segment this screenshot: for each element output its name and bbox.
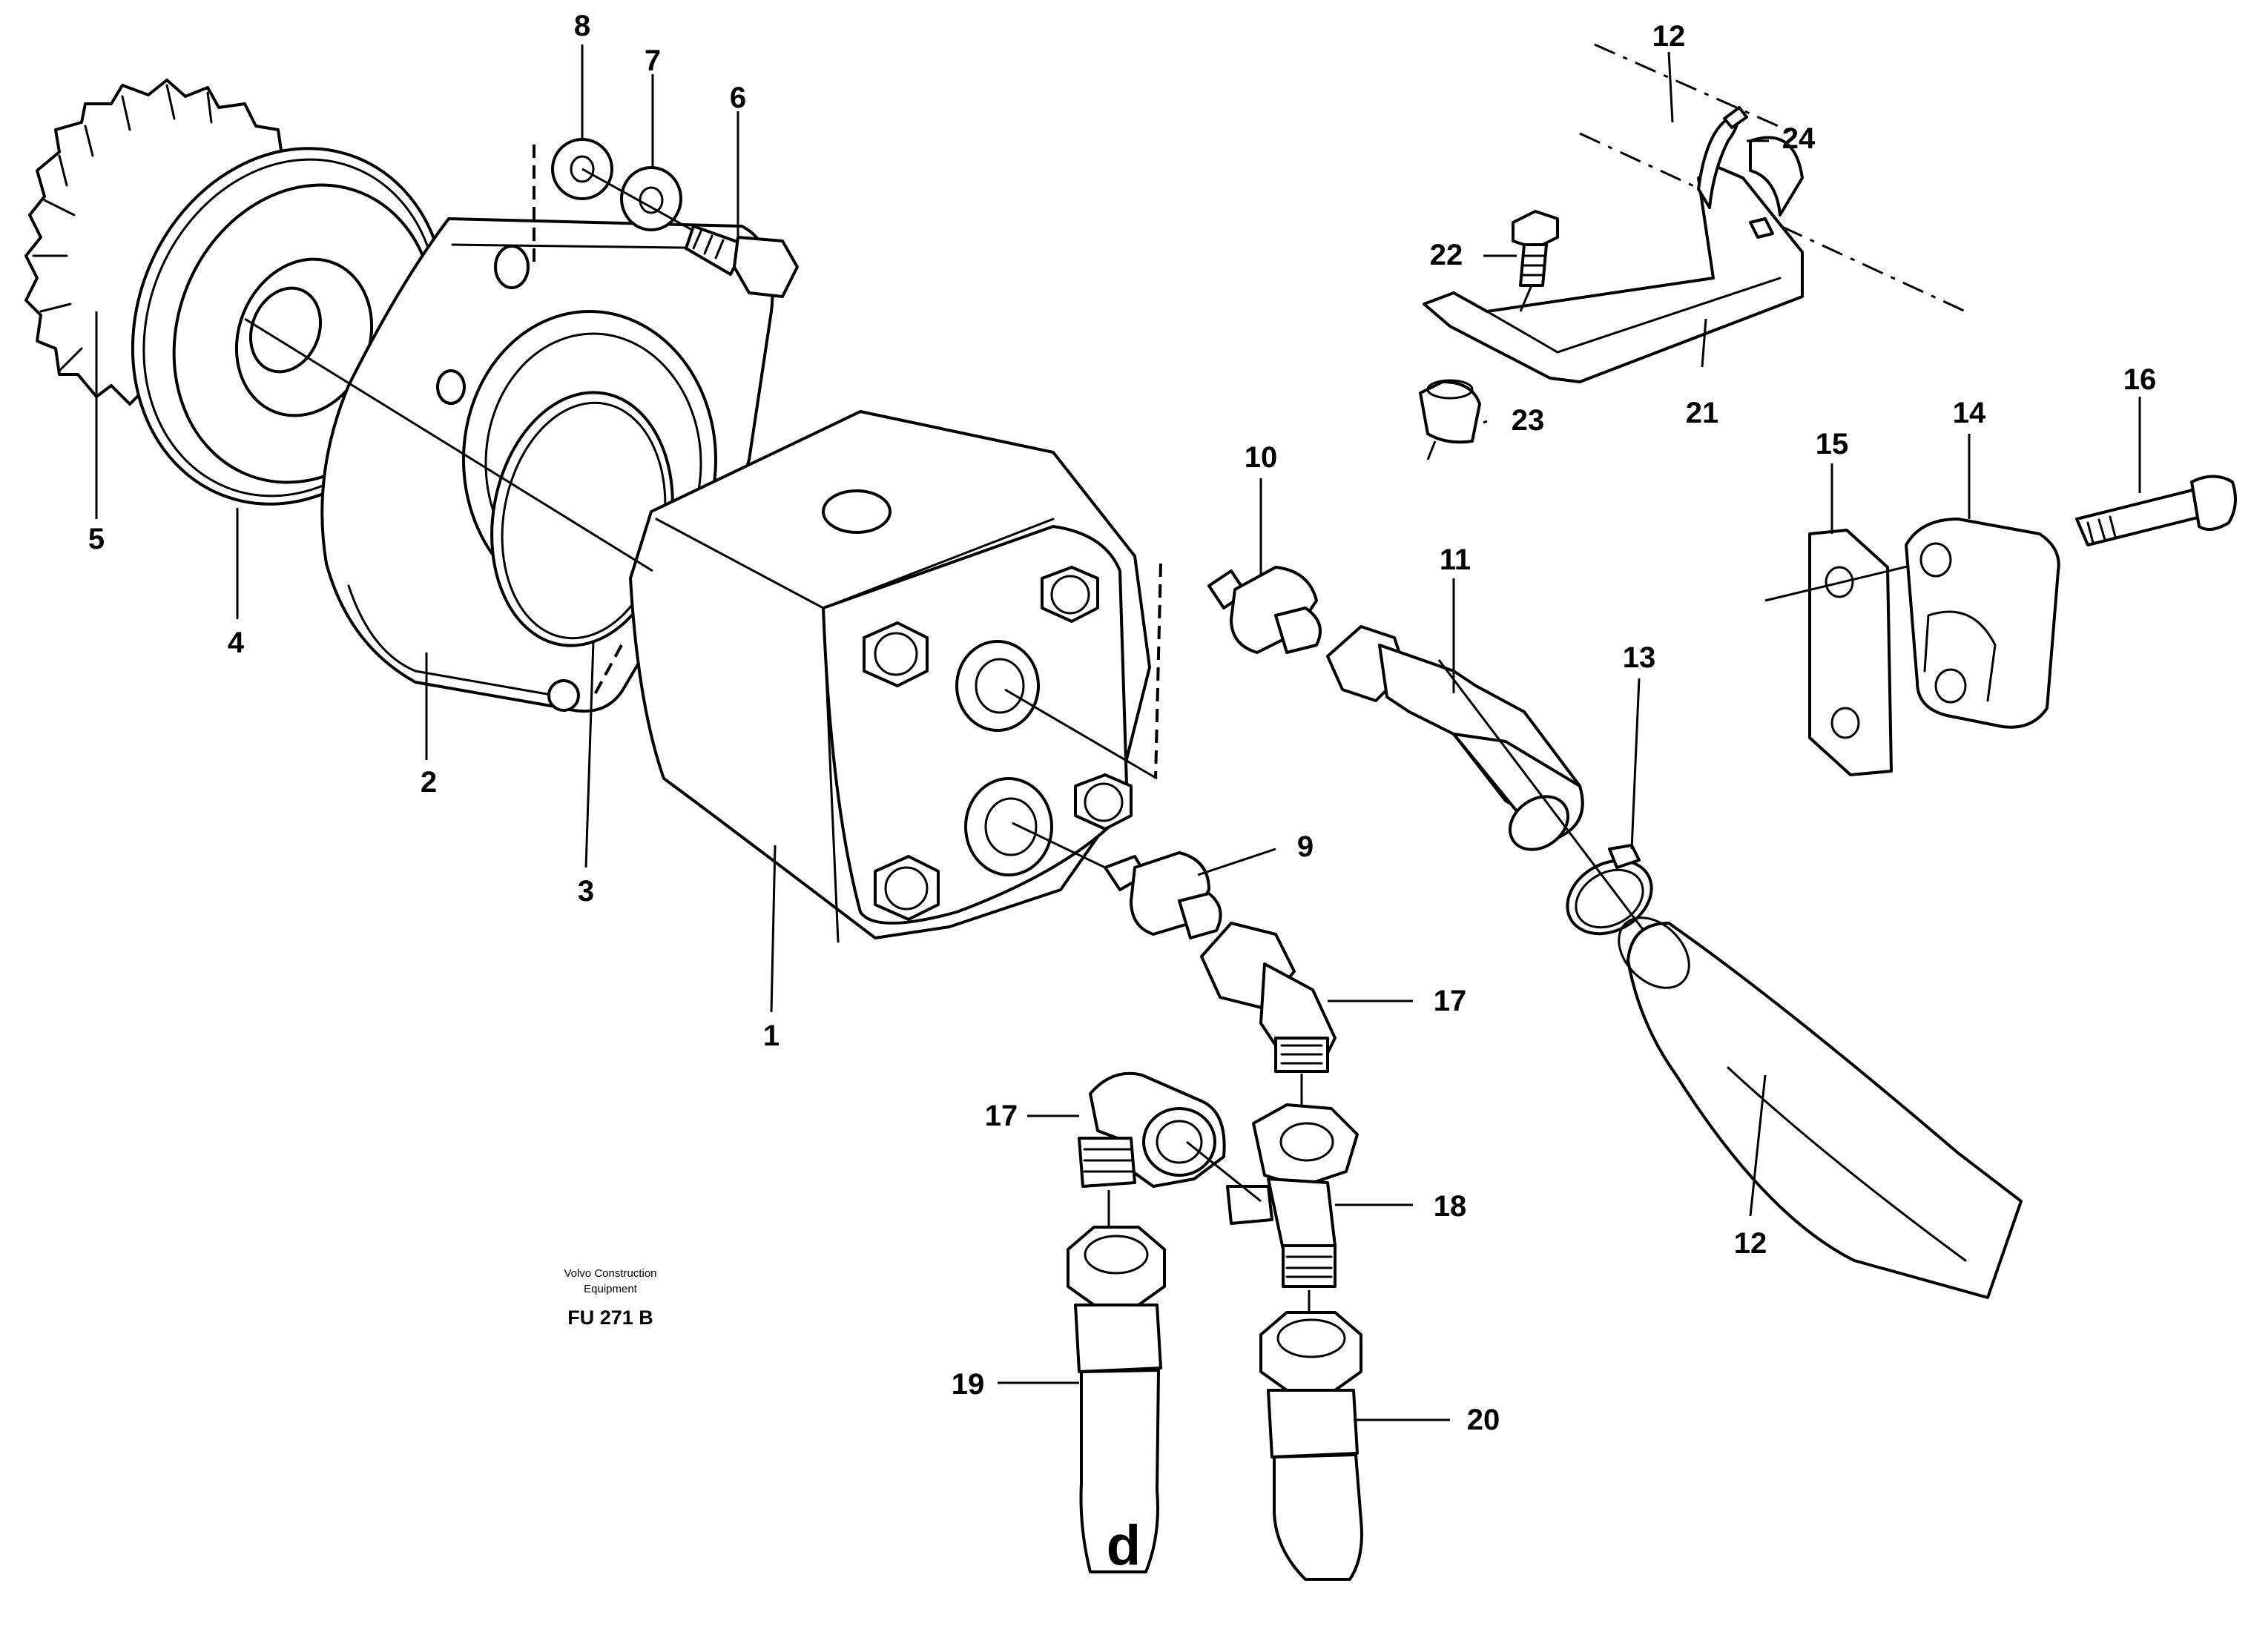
part-22-bolt xyxy=(1512,210,1559,287)
axis-line-bolt xyxy=(581,168,713,242)
axis-line-hose xyxy=(1437,659,1648,935)
callout-9: 9 xyxy=(1297,830,1314,863)
callout-19: 19 xyxy=(952,1368,985,1401)
axis-line-shaft xyxy=(244,317,653,572)
callout-24: 24 xyxy=(1782,122,1816,155)
part-7-washer xyxy=(620,166,682,231)
callout-17-right: 17 xyxy=(1434,985,1467,1017)
callout-13: 13 xyxy=(1623,641,1656,674)
drawing-code: FU 271 B xyxy=(567,1306,653,1329)
callout-12-hose: 12 xyxy=(1734,1227,1767,1260)
part-20-hose xyxy=(1259,1311,1363,1581)
axis-line-lower-port xyxy=(1012,822,1106,869)
axis-line-upper-port xyxy=(1004,688,1158,780)
callout-15: 15 xyxy=(1816,428,1849,460)
callout-2: 2 xyxy=(421,766,437,799)
callout-1: 1 xyxy=(763,1020,780,1052)
callout-5: 5 xyxy=(88,523,105,555)
callout-14: 14 xyxy=(1953,397,1986,429)
callout-16: 16 xyxy=(2123,363,2157,396)
part-13-hose-clamp xyxy=(1566,844,1653,936)
part-14-clamp-block xyxy=(1905,518,2060,729)
axis-line-22 xyxy=(1519,285,1533,312)
part-16-bolt xyxy=(2075,475,2237,546)
part-17-elbow-right xyxy=(1200,922,1337,1073)
part-17-elbow-left xyxy=(1078,1071,1226,1188)
callout-21: 21 xyxy=(1686,397,1719,429)
part-1-pump-body xyxy=(629,410,1151,943)
centerline-upper xyxy=(1594,43,1796,135)
guide-dash-port-fitting xyxy=(1154,563,1162,779)
callout-22: 22 xyxy=(1430,239,1463,271)
part-6-bolt xyxy=(685,225,799,298)
callout-3: 3 xyxy=(578,875,594,908)
part-15-plate xyxy=(1808,529,1893,776)
part-21-bracket xyxy=(1423,165,1804,383)
callout-12-top: 12 xyxy=(1652,20,1686,53)
pump-port-upper xyxy=(955,640,1040,732)
part-24-clip xyxy=(1697,106,1804,217)
callout-6: 6 xyxy=(730,82,746,114)
callout-8: 8 xyxy=(574,10,590,42)
axis-line-17-18 xyxy=(1186,1140,1262,1203)
caption-block: Volvo Construction Equipment FU 271 B xyxy=(564,1267,656,1329)
callout-leaders xyxy=(95,44,2141,1421)
pump-port-lower xyxy=(964,777,1053,876)
part-9-adapter xyxy=(1104,851,1222,939)
caption-line-1: Volvo Construction xyxy=(564,1267,656,1280)
part-19-hose xyxy=(1067,1226,1166,1573)
callout-7: 7 xyxy=(645,44,661,77)
callout-11: 11 xyxy=(1440,543,1471,576)
guide-dash-flange-lower xyxy=(592,644,623,698)
axis-line-23 xyxy=(1426,440,1437,460)
part-11-hose-end xyxy=(1326,625,1584,851)
part-18-tee xyxy=(1226,1103,1359,1288)
part-12-hose xyxy=(1618,916,2023,1299)
callout-20: 20 xyxy=(1467,1404,1500,1436)
callout-17-left: 17 xyxy=(985,1100,1018,1132)
callout-4: 4 xyxy=(228,627,245,659)
callout-18: 18 xyxy=(1434,1190,1467,1223)
corner-mark: d xyxy=(1107,1514,1141,1577)
callout-10: 10 xyxy=(1245,441,1278,474)
pump-bolt-heads xyxy=(863,566,1133,921)
callout-labels: 8 7 6 5 4 2 3 1 10 11 9 13 12 12 24 22 2… xyxy=(88,10,2156,1436)
callout-23: 23 xyxy=(1512,404,1545,437)
part-23-spacer xyxy=(1419,379,1481,444)
part-10-adapter xyxy=(1207,566,1322,654)
caption-line-2: Equipment xyxy=(584,1283,638,1295)
